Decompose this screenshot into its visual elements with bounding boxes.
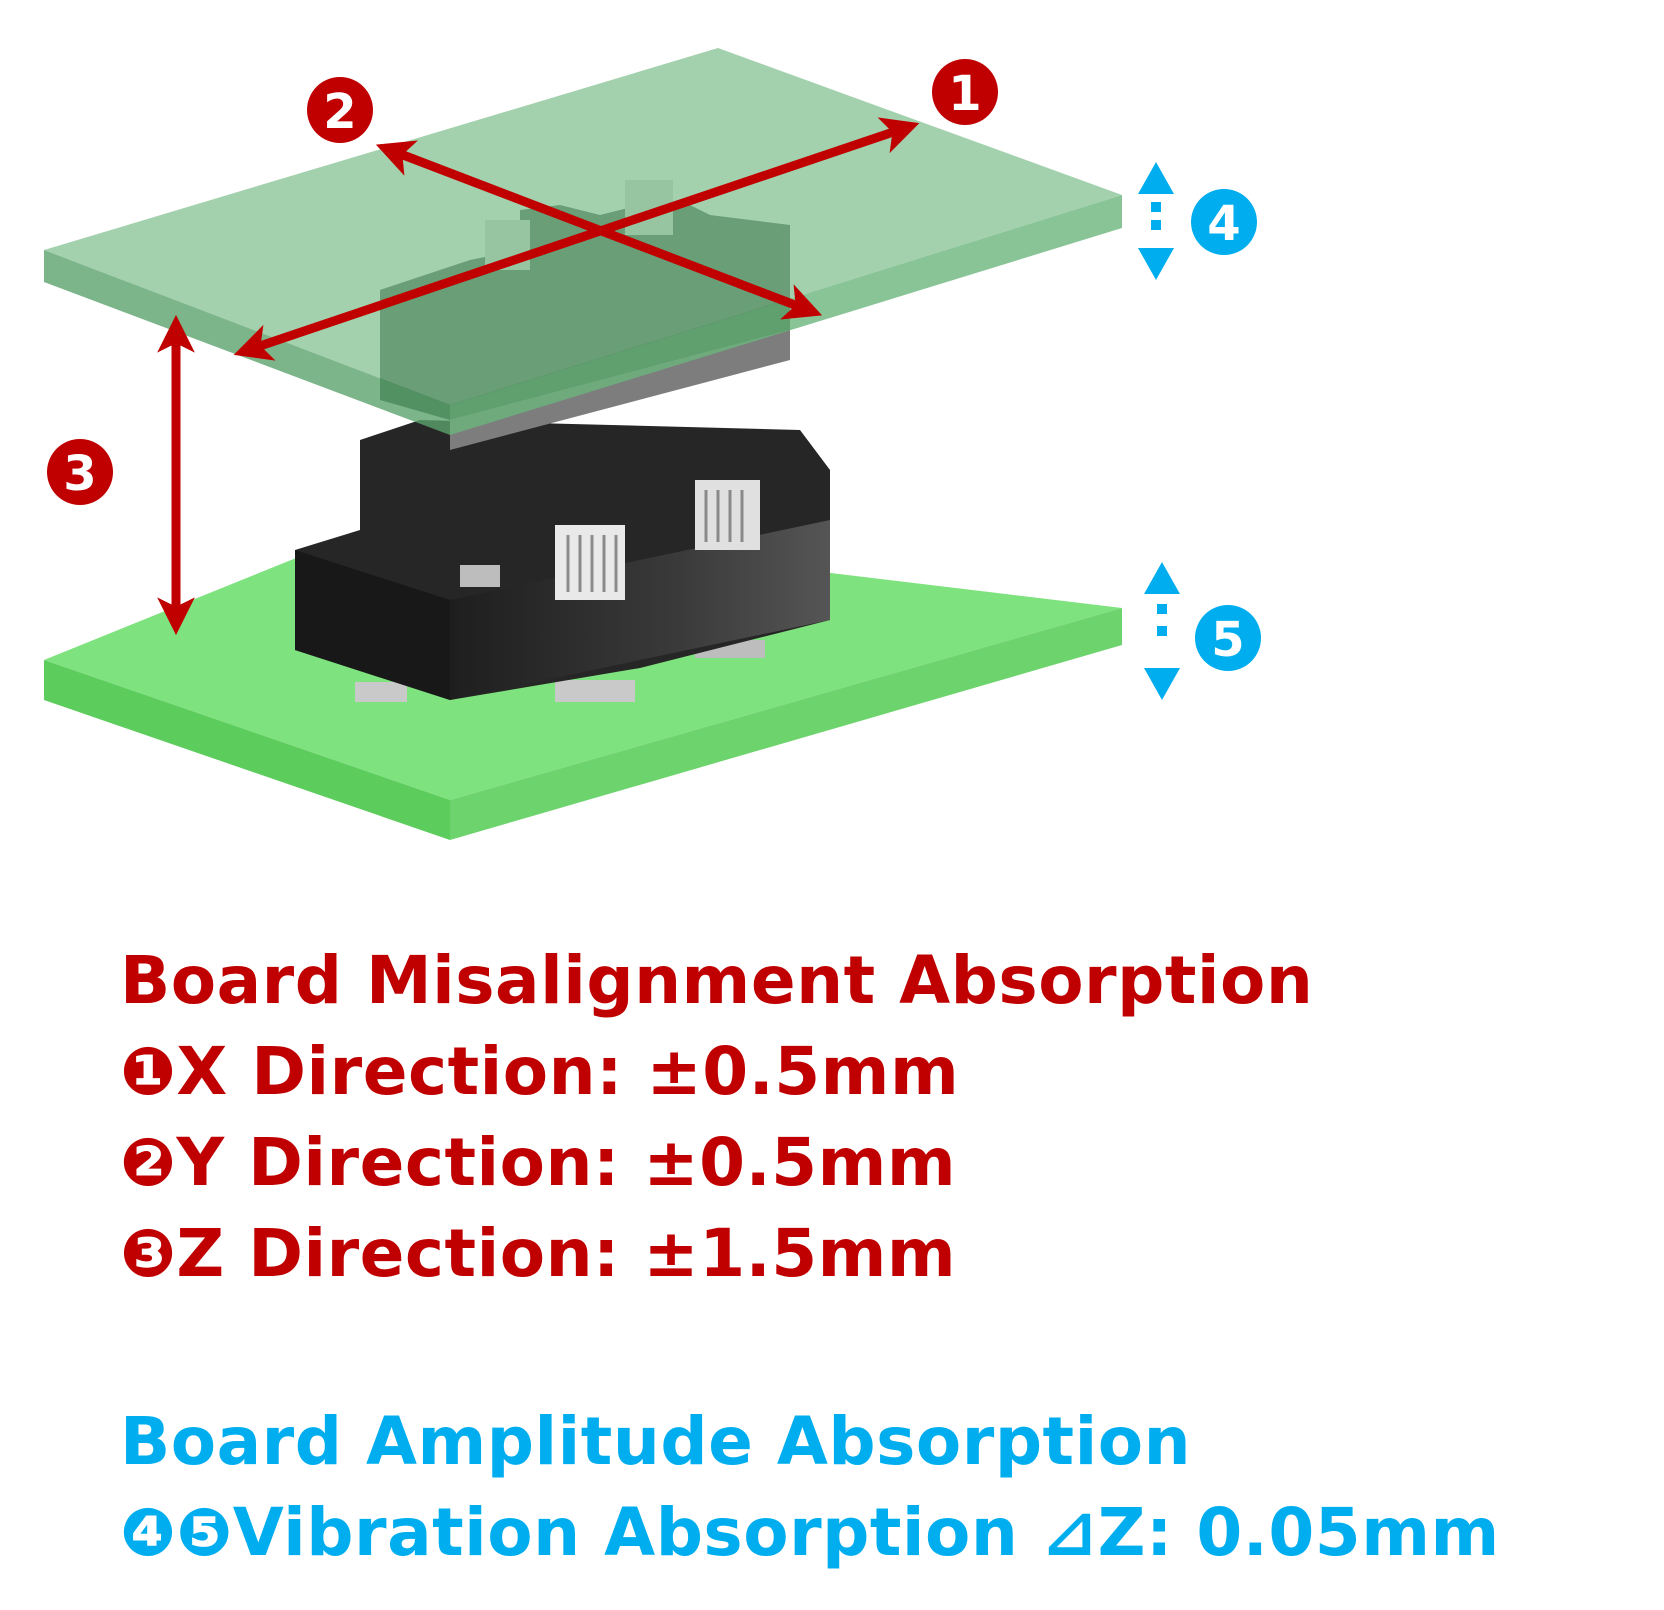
z-direction-spec: ❸Z Direction: ±1.5mm [120,1215,957,1292]
x-direction-spec: ❶X Direction: ±0.5mm [120,1033,960,1110]
svg-text:5: 5 [1211,612,1244,668]
marker-2: 2 [307,77,373,143]
misalignment-arrows [157,117,920,636]
circled-5-icon [1195,605,1261,671]
svg-text:4: 4 [1207,196,1240,252]
circled-2-icon [307,77,373,143]
svg-text:1: 1 [948,66,981,122]
svg-text:2: 2 [323,84,356,140]
y-direction-spec: ❷Y Direction: ±0.5mm [120,1124,957,1201]
circled-1-icon [932,59,998,125]
connector-diagram: 1 2 3 4 5 [44,48,1261,840]
misalignment-specs: Board Misalignment Absorption ❶X Directi… [120,935,1313,1299]
vibration-arrows [1138,162,1180,700]
svg-text:3: 3 [63,446,96,502]
misalignment-heading: Board Misalignment Absorption [120,942,1314,1019]
marker-4: 4 [1191,189,1257,255]
circled-4-icon [1191,189,1257,255]
connector-receptacle [295,420,830,702]
lower-vibration-arrow [1144,562,1180,700]
amplitude-heading: Board Amplitude Absorption [120,1403,1192,1480]
amplitude-specs: Board Amplitude Absorption ❹❺Vibration A… [120,1396,1500,1578]
marker-1: 1 [932,59,998,125]
marker-5: 5 [1195,605,1261,671]
circled-3-icon [47,439,113,505]
y-direction-arrow [375,140,823,320]
marker-3: 3 [47,439,113,505]
upper-vibration-arrow [1138,162,1174,280]
vibration-spec: ❹❺Vibration Absorption ⊿Z: 0.05mm [120,1494,1500,1571]
